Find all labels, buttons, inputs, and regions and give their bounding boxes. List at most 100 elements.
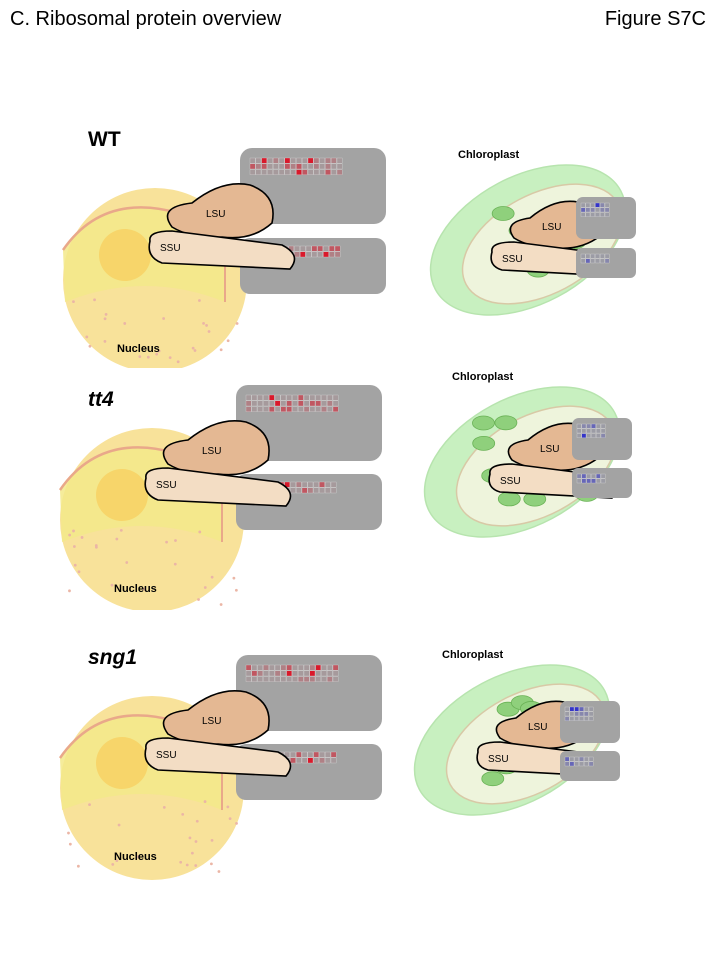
heatmap-cell — [585, 212, 591, 217]
cytoplasm-dot — [228, 817, 232, 821]
heatmap-cell — [294, 245, 300, 252]
heatmap-cell — [600, 428, 606, 434]
heatmap-cell — [332, 394, 339, 401]
thylakoid-stack — [472, 415, 495, 431]
heatmap-cell — [300, 245, 306, 252]
heatmap-lsu-cyto — [249, 157, 343, 175]
heatmap-cell — [307, 751, 314, 758]
heatmap-cell — [290, 169, 296, 175]
heatmap-cell — [574, 761, 579, 767]
heatmap-cell — [298, 664, 304, 671]
heatmap-cell — [564, 761, 570, 767]
heatmap-cell — [280, 664, 287, 671]
heatmap-cell — [569, 761, 575, 767]
nucleus-label: Nucleus — [114, 851, 157, 863]
cytoplasm-dot — [155, 352, 159, 356]
heatmap-cell — [330, 757, 337, 764]
heatmap-cell — [284, 163, 291, 170]
heatmap-cell — [257, 406, 263, 412]
heatmap-cell — [290, 751, 296, 758]
heatmap-box-lsu-plastid — [560, 701, 620, 743]
heatmap-cell — [319, 757, 325, 764]
heatmap-cell — [292, 406, 298, 412]
heatmap-cell — [286, 676, 292, 682]
heatmap-cell — [286, 406, 292, 412]
heatmap-cell — [269, 400, 275, 407]
heatmap-cell — [269, 406, 275, 412]
heatmap-cell — [286, 394, 292, 401]
heatmap-cell — [309, 406, 316, 412]
heatmap-cell — [292, 394, 298, 401]
cytoplasm-dot — [115, 537, 119, 541]
genotype-label-wt: WT — [88, 128, 121, 151]
heatmap-cell — [315, 676, 321, 682]
heatmap-cell — [286, 670, 292, 677]
heatmap-lsu-plastid — [580, 202, 610, 217]
heatmap-lsu-cyto — [245, 394, 339, 412]
heatmap-cell — [292, 400, 298, 407]
heatmap-cell — [257, 676, 263, 682]
heatmap-cell — [305, 245, 312, 252]
heatmap-cell — [294, 251, 300, 258]
cytoplasm-dot — [165, 540, 168, 544]
chloroplast-label: Chloroplast — [458, 149, 519, 161]
heatmap-cell — [600, 202, 605, 208]
heatmap-cell — [321, 664, 327, 671]
heatmap-cell — [331, 157, 337, 164]
heatmap-cell — [332, 664, 339, 671]
cytoplasm-dot — [72, 529, 75, 533]
heatmap-cell — [303, 406, 310, 412]
heatmap-cell — [315, 670, 321, 677]
heatmap-cell — [296, 169, 302, 175]
heatmap-cell — [569, 706, 575, 712]
heatmap-cell — [245, 664, 252, 671]
heatmap-cell — [255, 163, 262, 170]
heatmap-cell — [580, 253, 586, 259]
heatmap-cell — [319, 163, 325, 170]
heatmap-cell — [591, 433, 596, 438]
heatmap-cell — [274, 664, 281, 671]
heatmap-cell — [251, 400, 258, 407]
heatmap-cell — [321, 406, 327, 412]
heatmap-cell — [309, 676, 316, 682]
heatmap-cell — [249, 157, 256, 164]
heatmap-cell — [319, 481, 325, 488]
heatmap-cell — [251, 670, 258, 677]
heatmap-cell — [319, 751, 325, 758]
heatmap-cell — [325, 163, 331, 170]
heatmap-cell — [286, 664, 292, 671]
heatmap-cell — [585, 253, 591, 259]
heatmap-cell — [315, 394, 321, 401]
heatmap-cell — [574, 706, 579, 712]
heatmap-cell — [590, 253, 595, 259]
heatmap-cell — [576, 473, 582, 479]
heatmap-cell — [313, 751, 319, 758]
heatmap-cell — [332, 400, 339, 407]
heatmap-cell — [280, 676, 287, 682]
heatmap-cell — [330, 751, 337, 758]
heatmap-cell — [307, 757, 314, 764]
heatmap-cell — [290, 487, 296, 494]
heatmap-cell — [280, 406, 287, 412]
heatmap-cell — [591, 473, 596, 479]
heatmap-cell — [584, 716, 589, 721]
cytoplasm-dot — [197, 598, 200, 601]
cytoplasm-dot — [203, 586, 207, 589]
heatmap-cell — [604, 202, 610, 208]
heatmap-cell — [336, 169, 343, 175]
cytoplasm-dot — [110, 583, 114, 587]
cytoplasm-dot — [232, 576, 236, 580]
heatmap-cell — [300, 251, 306, 258]
heatmap-cell — [325, 169, 331, 175]
heatmap-lsu-plastid — [576, 423, 606, 438]
cytoplasm-dot — [103, 339, 107, 343]
heatmap-ssu-plastid — [580, 253, 610, 264]
cytoplasm-dot — [195, 819, 199, 823]
heatmap-cell — [604, 258, 610, 264]
heatmap-cell — [330, 487, 337, 494]
heatmap-cell — [579, 706, 584, 712]
cytoplasm-dot — [226, 805, 230, 809]
heatmap-cell — [321, 670, 327, 677]
heatmap-cell — [284, 157, 291, 164]
